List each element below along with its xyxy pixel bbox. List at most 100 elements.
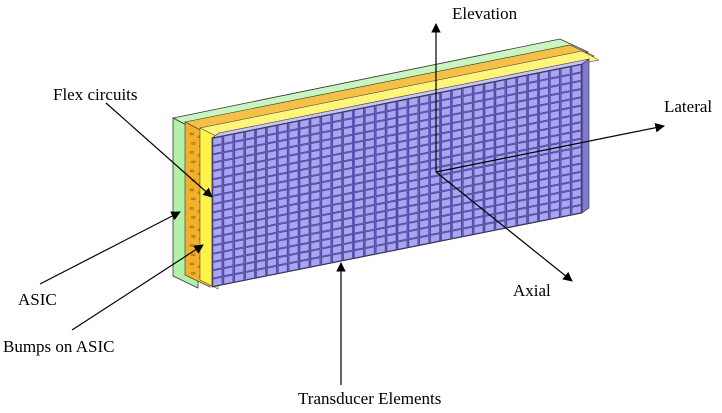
transducer-element: [322, 140, 331, 149]
transducer-element: [333, 154, 342, 163]
transducer-element: [278, 124, 287, 132]
transducer-element: [376, 162, 385, 171]
transducer-element: [343, 152, 353, 161]
axial-label: Axial: [513, 281, 551, 300]
transducer-element: [387, 242, 396, 251]
transducer-element: [550, 119, 559, 128]
transducer-element: [322, 198, 331, 207]
transducer-element: [441, 190, 451, 199]
transducer-element: [561, 67, 570, 76]
transducer-element: [376, 104, 385, 113]
transducer-element: [311, 200, 320, 209]
transducer-element: [289, 212, 298, 221]
transducer-element: [398, 240, 407, 249]
transducer-element: [311, 241, 320, 250]
transducer-element: [430, 143, 440, 152]
transducer-element: [463, 153, 472, 162]
transducer-element: [441, 116, 451, 125]
transducer-element: [550, 193, 559, 202]
transducer-element: [213, 244, 222, 253]
transducer-element: [409, 131, 418, 139]
transducer-element: [354, 199, 364, 208]
transducer-element: [387, 143, 396, 152]
transducer-element: [561, 150, 570, 159]
transducer-element: [430, 176, 440, 185]
flex-trace-glyph: ∞: [189, 204, 195, 212]
transducer-element: [420, 128, 429, 137]
transducer-element: [278, 140, 287, 149]
transducer-element: [550, 202, 559, 210]
asic-label: ASIC: [18, 290, 57, 309]
transducer-element: [311, 134, 320, 142]
transducer-element: [354, 232, 364, 241]
transducer-element: [561, 75, 570, 84]
transducer-element: [333, 146, 342, 155]
transducer-element: [365, 239, 374, 247]
transducer-element: [235, 223, 244, 232]
transducer-element: [398, 133, 407, 142]
transducer-element: [322, 256, 331, 264]
transducer-element: [278, 148, 287, 157]
transducer-element: [463, 144, 472, 153]
transducer-element: [409, 97, 418, 106]
transducer-element: [507, 169, 516, 178]
transducer-element: [311, 183, 320, 192]
transducer-element: [430, 93, 440, 102]
transducer-element: [256, 219, 266, 228]
transducer-element: [365, 164, 374, 173]
transducer-element: [278, 157, 287, 166]
transducer-element: [245, 180, 255, 189]
transducer-element: [518, 175, 527, 184]
transducer-element: [365, 148, 374, 156]
transducer-element: [256, 178, 266, 186]
transducer-element: [398, 108, 407, 117]
transducer-element: [398, 232, 407, 241]
transducer-element: [463, 194, 472, 203]
transducer-element: [235, 273, 244, 282]
transducer-element: [409, 188, 418, 197]
transducer-element: [518, 125, 527, 134]
transducer-element: [528, 198, 538, 207]
transducer-element: [528, 165, 538, 173]
transducer-element: [224, 143, 233, 152]
transducer-element: [518, 92, 527, 101]
axial-axis: [435, 171, 573, 282]
transducer-element: [354, 183, 364, 192]
transducer-element: [354, 125, 364, 134]
transducer-element: [267, 250, 276, 259]
transducer-element: [518, 158, 527, 167]
transducer-element: [256, 136, 266, 145]
transducer-element: [278, 132, 287, 141]
transducer-element: [496, 212, 505, 221]
transducer-element: [539, 171, 549, 180]
transducer-element: [289, 121, 298, 130]
transducer-element: [354, 208, 364, 217]
transducer-element: [235, 149, 244, 158]
transducer-element: [245, 221, 255, 230]
transducer-element: [343, 243, 353, 252]
transducer-element: [496, 163, 505, 172]
transducer-element: [496, 188, 505, 197]
transducer-element: [561, 158, 570, 167]
transducer-element: [235, 232, 244, 240]
transducer-element: [224, 151, 233, 160]
transducer-element: [365, 214, 374, 223]
transducer-element: [452, 213, 461, 222]
flex-circuits-label: Flex circuits: [53, 85, 138, 104]
transducer-element: [235, 182, 244, 191]
flex-trace-glyph: ∞: [189, 223, 195, 231]
transducer-element: [322, 181, 331, 190]
transducer-element: [354, 166, 364, 175]
transducer-element: [572, 90, 581, 99]
transducer-element: [300, 177, 309, 186]
transducer-element: [572, 189, 581, 198]
transducer-element: [474, 192, 483, 201]
transducer-element: [387, 127, 396, 136]
transducer-element: [387, 226, 396, 235]
transducer-element: [539, 195, 549, 204]
transducer-element: [398, 182, 407, 191]
transducer-element: [278, 256, 287, 265]
transducer-element: [333, 162, 342, 171]
transducer-element: [311, 142, 320, 151]
transducer-element: [518, 142, 527, 151]
